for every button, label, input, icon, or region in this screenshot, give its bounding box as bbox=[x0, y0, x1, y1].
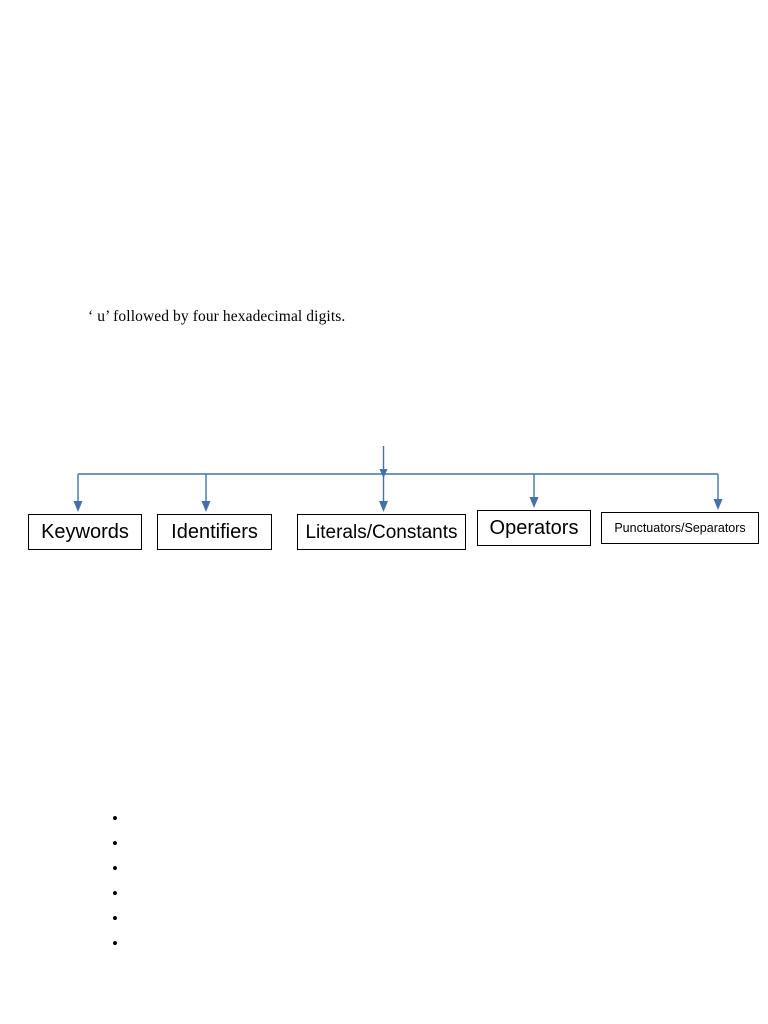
list-item bbox=[104, 906, 124, 931]
node-literals-constants-label: Literals/Constants bbox=[305, 521, 458, 543]
diagram-connectors bbox=[73, 446, 723, 512]
node-punctuators-separators-label: Punctuators/Separators bbox=[614, 520, 746, 535]
node-operators[interactable]: Operators bbox=[477, 510, 591, 546]
node-keywords[interactable]: Keywords bbox=[28, 514, 142, 550]
list-item bbox=[104, 831, 124, 856]
node-identifiers-label: Identifiers bbox=[171, 521, 258, 543]
bullet-list bbox=[104, 806, 124, 956]
node-operators-label: Operators bbox=[489, 517, 579, 539]
list-item bbox=[104, 881, 124, 906]
token-categories-diagram: Keywords Identifiers Literals/Constants … bbox=[0, 440, 768, 570]
node-keywords-label: Keywords bbox=[41, 521, 129, 543]
node-punctuators-separators[interactable]: Punctuators/Separators bbox=[601, 512, 759, 544]
node-literals-constants[interactable]: Literals/Constants bbox=[297, 514, 466, 550]
node-identifiers[interactable]: Identifiers bbox=[157, 514, 272, 550]
intro-text: ‘ u’ followed by four hexadecimal digits… bbox=[88, 308, 346, 325]
list-item bbox=[104, 806, 124, 831]
list-item bbox=[104, 856, 124, 881]
list-item bbox=[104, 931, 124, 956]
